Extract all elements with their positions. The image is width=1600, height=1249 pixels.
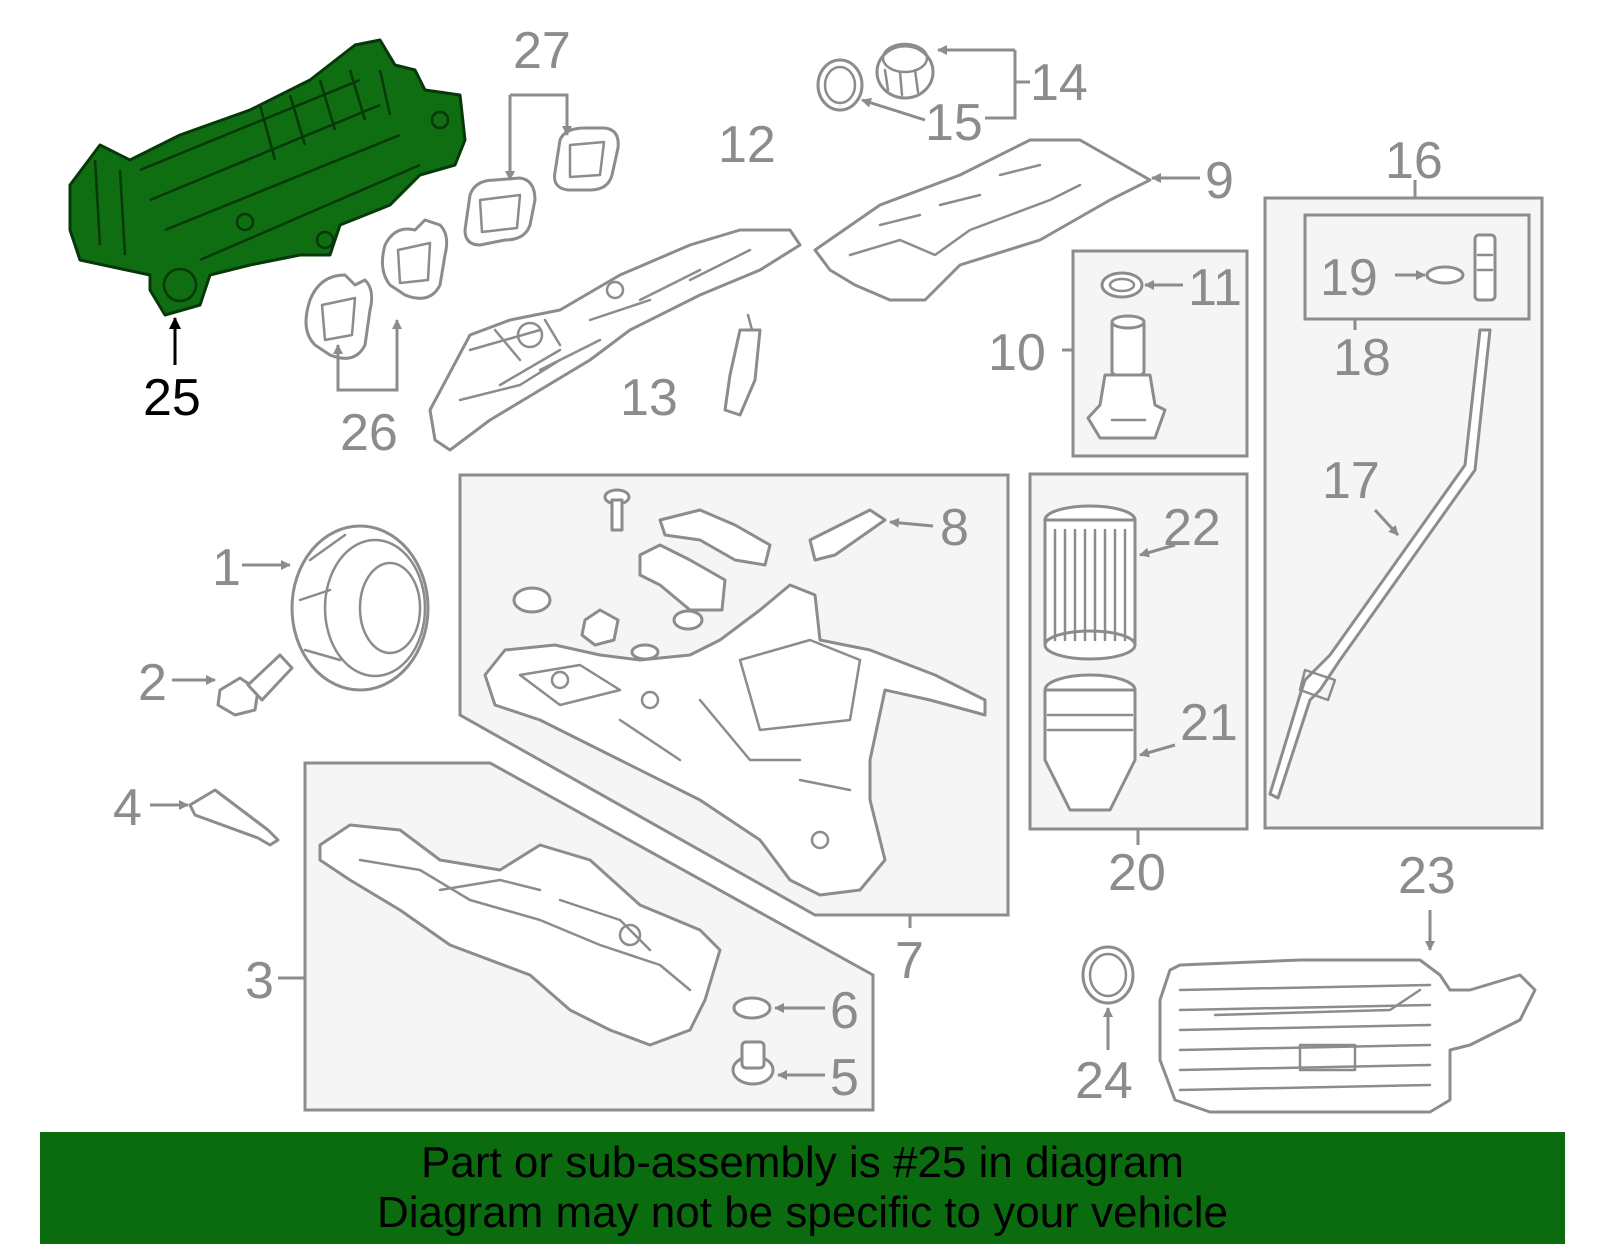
filter-element-part-22[interactable] — [1043, 504, 1137, 661]
filler-cap-part-14[interactable] — [875, 42, 935, 100]
sealant-tube-part-13[interactable] — [723, 313, 762, 417]
lower-oil-pan-part-3[interactable] — [318, 823, 722, 1047]
callout-5: 5 — [830, 1049, 859, 1107]
notice-line-part: Part or sub-assembly is #25 in diagram — [421, 1138, 1184, 1187]
callout-23: 23 — [1398, 847, 1456, 905]
pulley-part-1[interactable] — [290, 524, 430, 692]
callout-21: 21 — [1180, 694, 1238, 752]
housing-adapter-part-10[interactable] — [1086, 314, 1167, 440]
callout-6: 6 — [830, 982, 859, 1040]
seal-ring-part-24[interactable] — [1081, 945, 1135, 1005]
callout-16: 16 — [1385, 132, 1443, 190]
callout-25: 25 — [143, 369, 201, 427]
gasket-part-27[interactable] — [463, 126, 620, 247]
callout-4: 4 — [113, 779, 142, 837]
filter-housing-part-21[interactable] — [1043, 673, 1137, 812]
o-ring-part-19[interactable] — [1425, 265, 1465, 285]
gasket-set-part-7[interactable] — [512, 508, 772, 661]
seal-ring-part-11[interactable] — [1100, 271, 1144, 299]
dipstick-guide-part-17[interactable] — [1268, 328, 1492, 800]
notice-line-disclaimer: Diagram may not be specific to your vehi… — [376, 1188, 1229, 1237]
cap-seal-part-15[interactable] — [816, 58, 864, 112]
callout-8: 8 — [940, 499, 969, 557]
callout-3: 3 — [245, 952, 274, 1010]
bolt-part-2[interactable] — [216, 653, 294, 717]
cover-gasket-part-9[interactable] — [813, 138, 1152, 302]
callout-22: 22 — [1163, 499, 1221, 557]
callout-2: 2 — [138, 654, 167, 712]
callout-18: 18 — [1333, 329, 1391, 387]
drain-plug-part-5[interactable] — [731, 1040, 775, 1086]
head-cover-part-12[interactable] — [428, 228, 802, 452]
callout-17: 17 — [1322, 452, 1380, 510]
callout-27: 27 — [513, 22, 571, 80]
seal-ring-part-6[interactable] — [732, 996, 772, 1020]
callout-11: 11 — [1188, 259, 1242, 317]
sealant-tube-part-8[interactable] — [808, 508, 887, 562]
callout-15: 15 — [925, 94, 983, 152]
callout-10: 10 — [988, 324, 1046, 382]
intake-manifold-part-25[interactable] — [68, 38, 467, 317]
bolt-part-7[interactable] — [603, 488, 631, 532]
sensor-part-19[interactable] — [1473, 233, 1497, 302]
gasket-part-26[interactable] — [304, 218, 449, 360]
callout-1: 1 — [212, 539, 241, 597]
callout-7: 7 — [895, 932, 924, 990]
sealant-tube-part-4[interactable] — [188, 788, 280, 847]
oil-cooler-part-23[interactable] — [1158, 958, 1537, 1114]
callout-12: 12 — [718, 116, 776, 174]
callout-26: 26 — [340, 404, 398, 462]
callout-20: 20 — [1108, 844, 1166, 902]
callout-19: 19 — [1320, 249, 1378, 307]
upper-oil-pan-part-7[interactable] — [483, 583, 987, 897]
callout-9: 9 — [1205, 152, 1234, 210]
callout-14: 14 — [1030, 54, 1088, 112]
notice-banner: Part or sub-assembly is #25 in diagram D… — [40, 1132, 1565, 1244]
callout-13: 13 — [620, 369, 678, 427]
callout-24: 24 — [1075, 1052, 1133, 1110]
